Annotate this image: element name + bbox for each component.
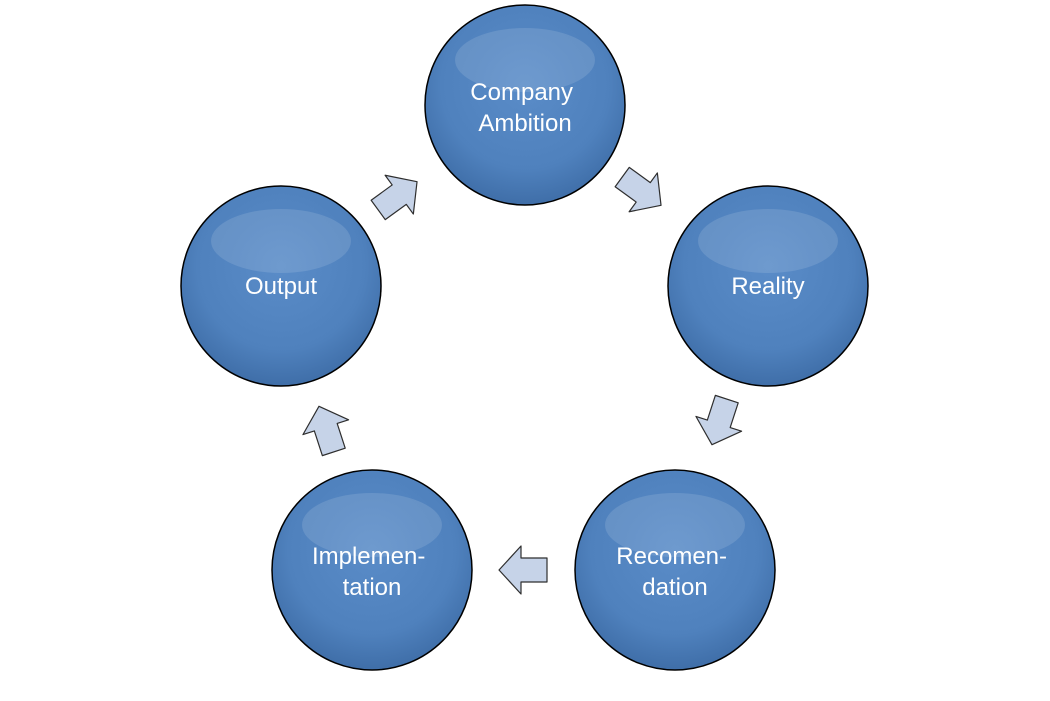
node-label-output: Output	[245, 273, 317, 300]
node-label-reality: Reality	[731, 273, 804, 300]
node-reality: Reality	[667, 185, 869, 387]
arrow-implementation-to-output	[302, 405, 350, 457]
arrow-reality-to-recomendation	[695, 394, 743, 446]
node-implementation: Implemen- tation	[271, 469, 473, 671]
node-label-implementation: Implemen- tation	[312, 543, 432, 601]
arrow-company-ambition-to-reality	[614, 166, 662, 213]
arrow-recomendation-to-implementation	[498, 545, 548, 595]
arrow-output-to-company-ambition	[370, 174, 418, 221]
node-recomendation: Recomen- dation	[574, 469, 776, 671]
node-label-company-ambition: Company Ambition	[470, 79, 579, 137]
node-label-recomendation: Recomen- dation	[616, 543, 733, 601]
node-output: Output	[180, 185, 382, 387]
node-company-ambition: Company Ambition	[424, 4, 626, 206]
